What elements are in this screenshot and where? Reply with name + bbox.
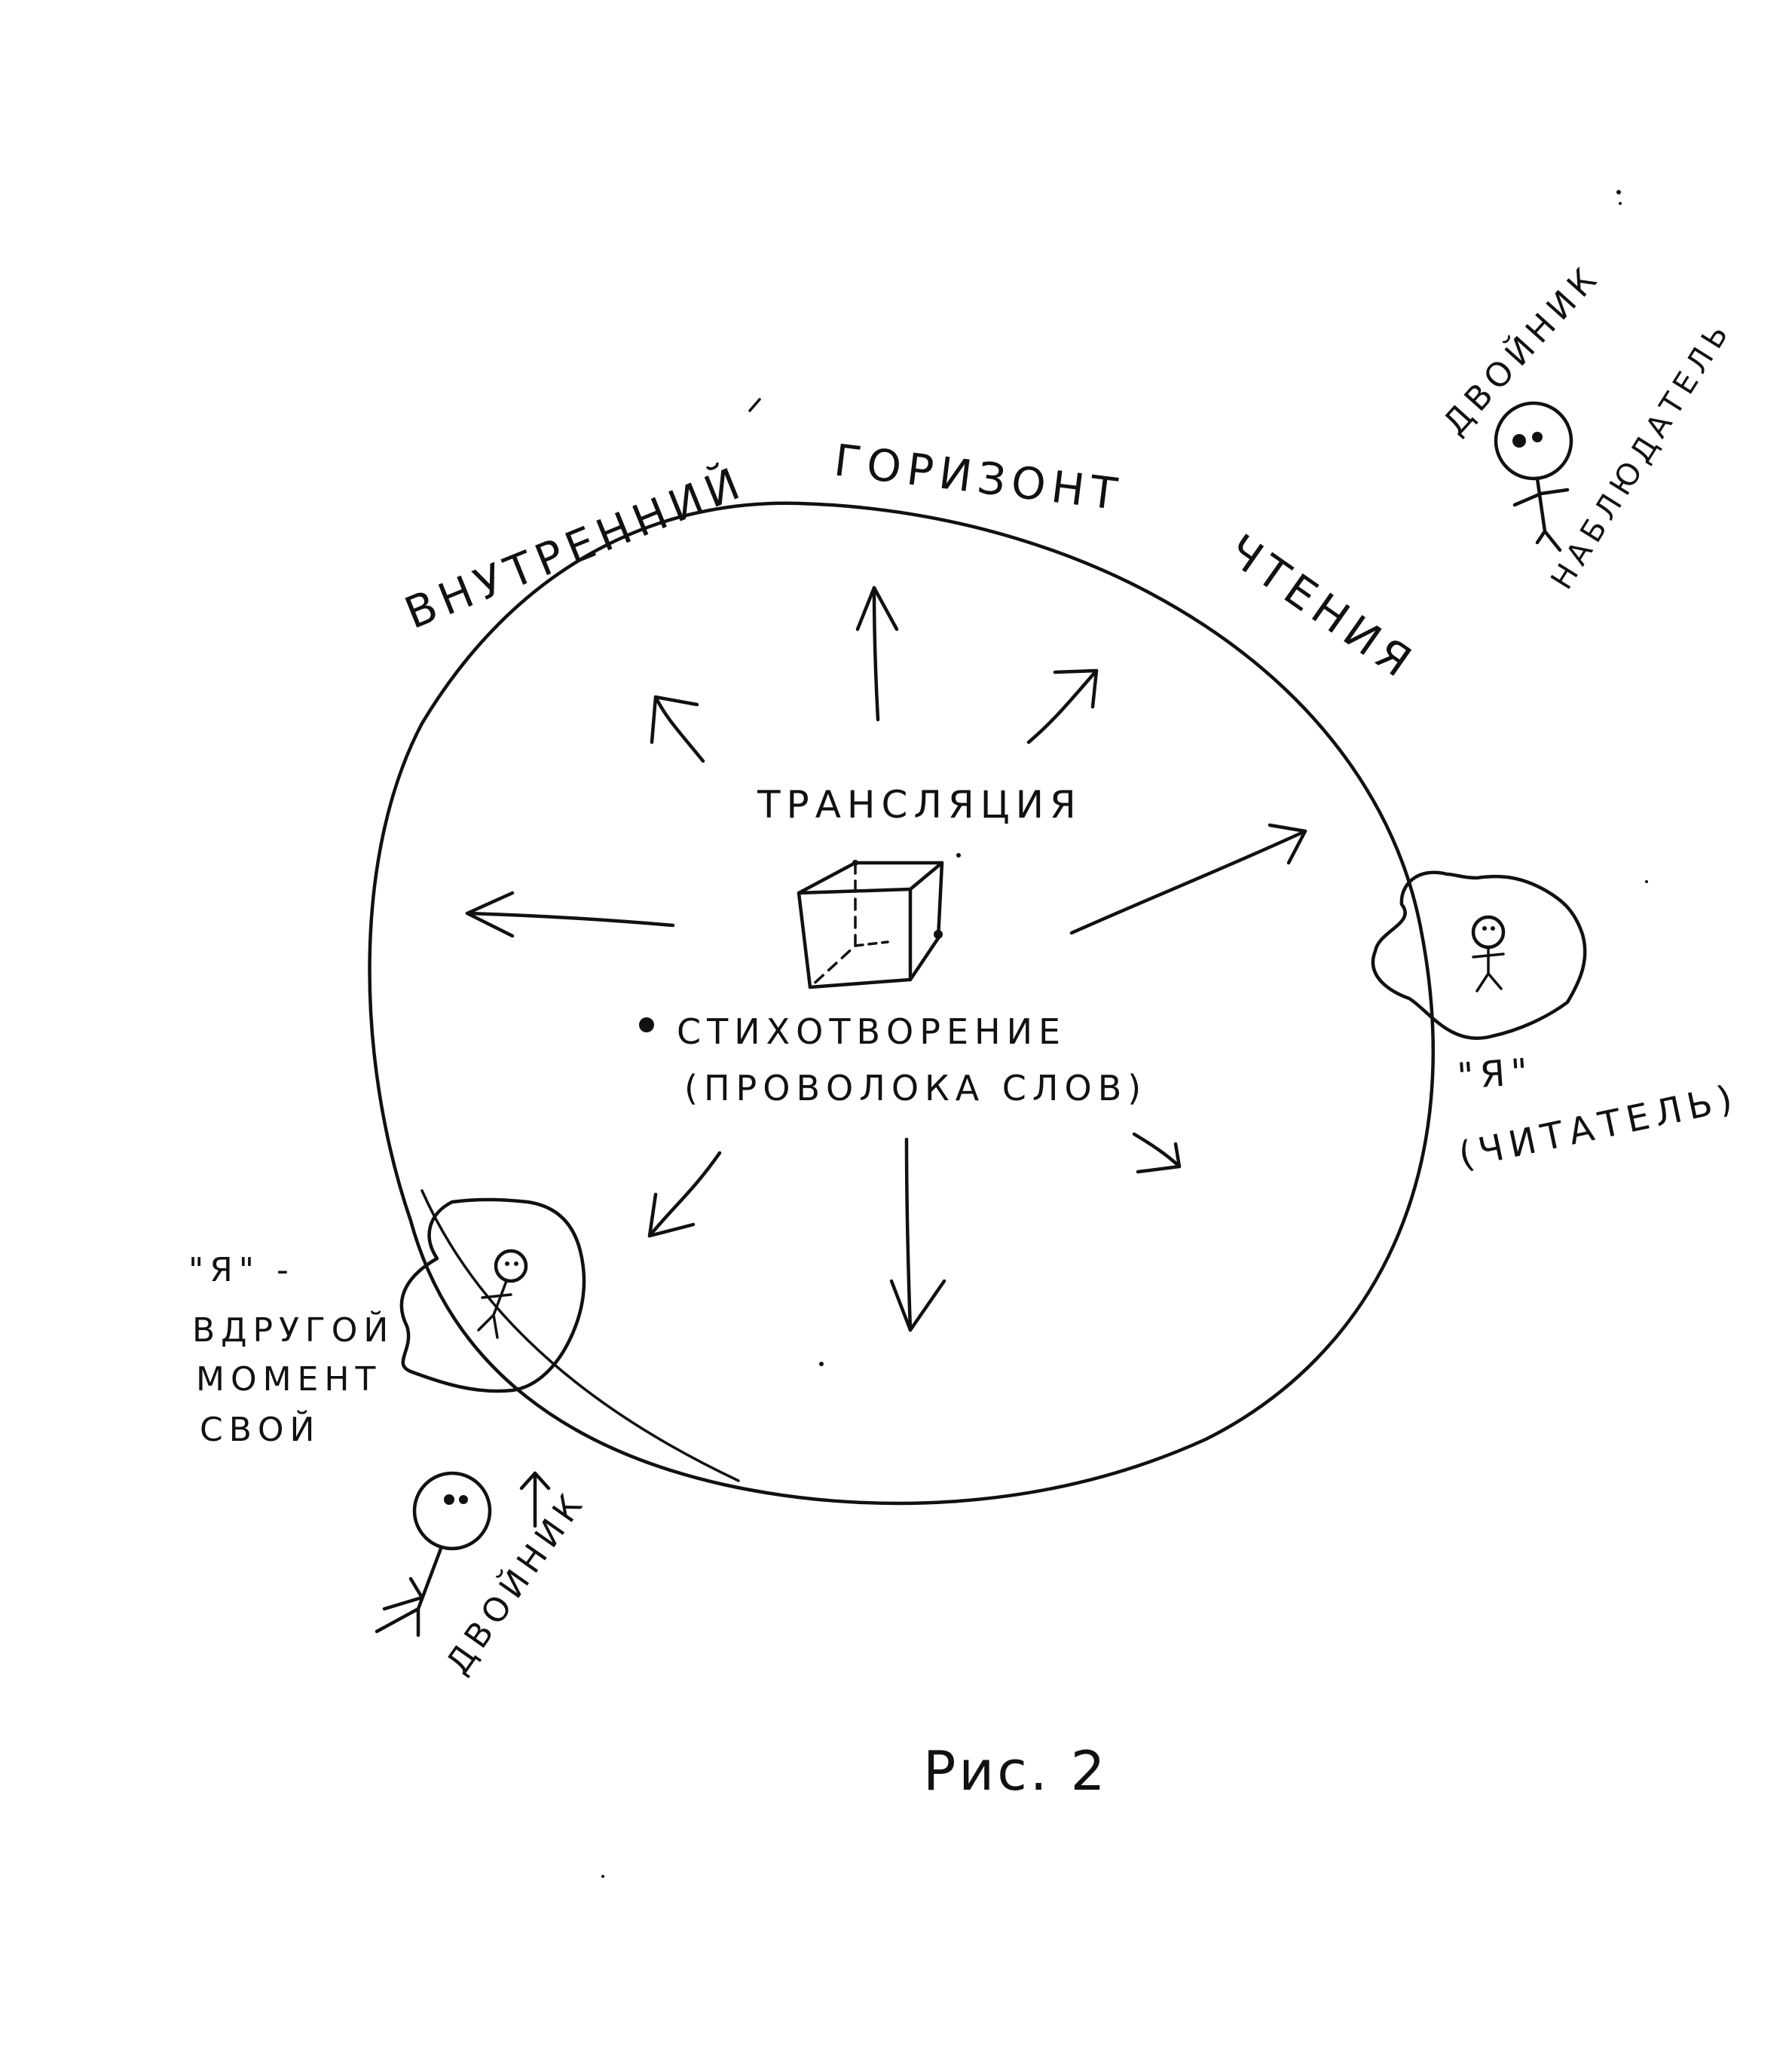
other-moment-figure-icon: [477, 1249, 528, 1339]
arrow-left: [465, 891, 675, 938]
translation-label: ТРАНСЛЯЦИЯ: [757, 783, 1082, 827]
arrow-up: [855, 586, 899, 722]
arrow-up-left: [650, 695, 705, 763]
poem-label-line1: СТИХОТВОРЕНИЕ: [677, 1011, 1066, 1052]
other-moment-line2: ВДРУГОЙ: [192, 1310, 394, 1350]
arrow-right: [1069, 823, 1307, 935]
double-label: ДВОЙНИК: [438, 1482, 594, 1681]
arrow-down-left: [647, 1151, 722, 1238]
horizon-word-3: ЧТЕНИЯ: [1219, 524, 1425, 690]
figure-caption: Рис. 2: [923, 1739, 1108, 1803]
observer-label-side: НАБЛЮДАТЕЛЬ: [1544, 314, 1738, 596]
reader-figure-icon: [1471, 915, 1506, 992]
horizon-circle-overstroke: [420, 1189, 740, 1482]
observer-label: ДВОЙНИК НАБЛЮДАТЕЛЬ: [1435, 256, 1738, 595]
other-moment-line4: СВОЙ: [200, 1409, 320, 1449]
reader-label-line1: "Я": [1456, 1050, 1535, 1098]
other-moment-line1: "Я" -: [188, 1251, 295, 1289]
horizon-tick: [748, 398, 761, 412]
poem-dot: [639, 1017, 654, 1032]
observer-figure-icon: [1494, 401, 1573, 552]
horizon-word-1: ВНУТРЕННИЙ: [397, 455, 752, 639]
cube-icon: [797, 853, 961, 989]
horizon-circle: [368, 501, 1435, 1506]
arrow-down-right: [1132, 1132, 1182, 1174]
reader-blob: [1371, 870, 1587, 1040]
horizon-label: ВНУТРЕННИЙ ГОРИЗОНТ ЧТЕНИЯ: [397, 434, 1425, 690]
paper-specks: [601, 190, 1648, 1878]
other-moment-label: "Я" - ВДРУГОЙ МОМЕНТ СВОЙ: [188, 1251, 394, 1449]
double-figure-icon: [375, 1471, 492, 1637]
observer-label-top: ДВОЙНИК: [1435, 256, 1608, 443]
arrow-up-right: [1026, 668, 1099, 745]
arrow-down: [889, 1137, 946, 1332]
double-up-arrow-icon: [519, 1471, 551, 1528]
reader-label: "Я" (ЧИТАТЕЛЬ): [1455, 1050, 1742, 1177]
other-moment-line3: МОМЕНТ: [196, 1360, 381, 1399]
other-moment-blob: [399, 1197, 586, 1393]
radiating-arrows: [465, 586, 1307, 1332]
poem-label-line2: (ПРОВОЛОКА СЛОВ): [684, 1068, 1147, 1108]
